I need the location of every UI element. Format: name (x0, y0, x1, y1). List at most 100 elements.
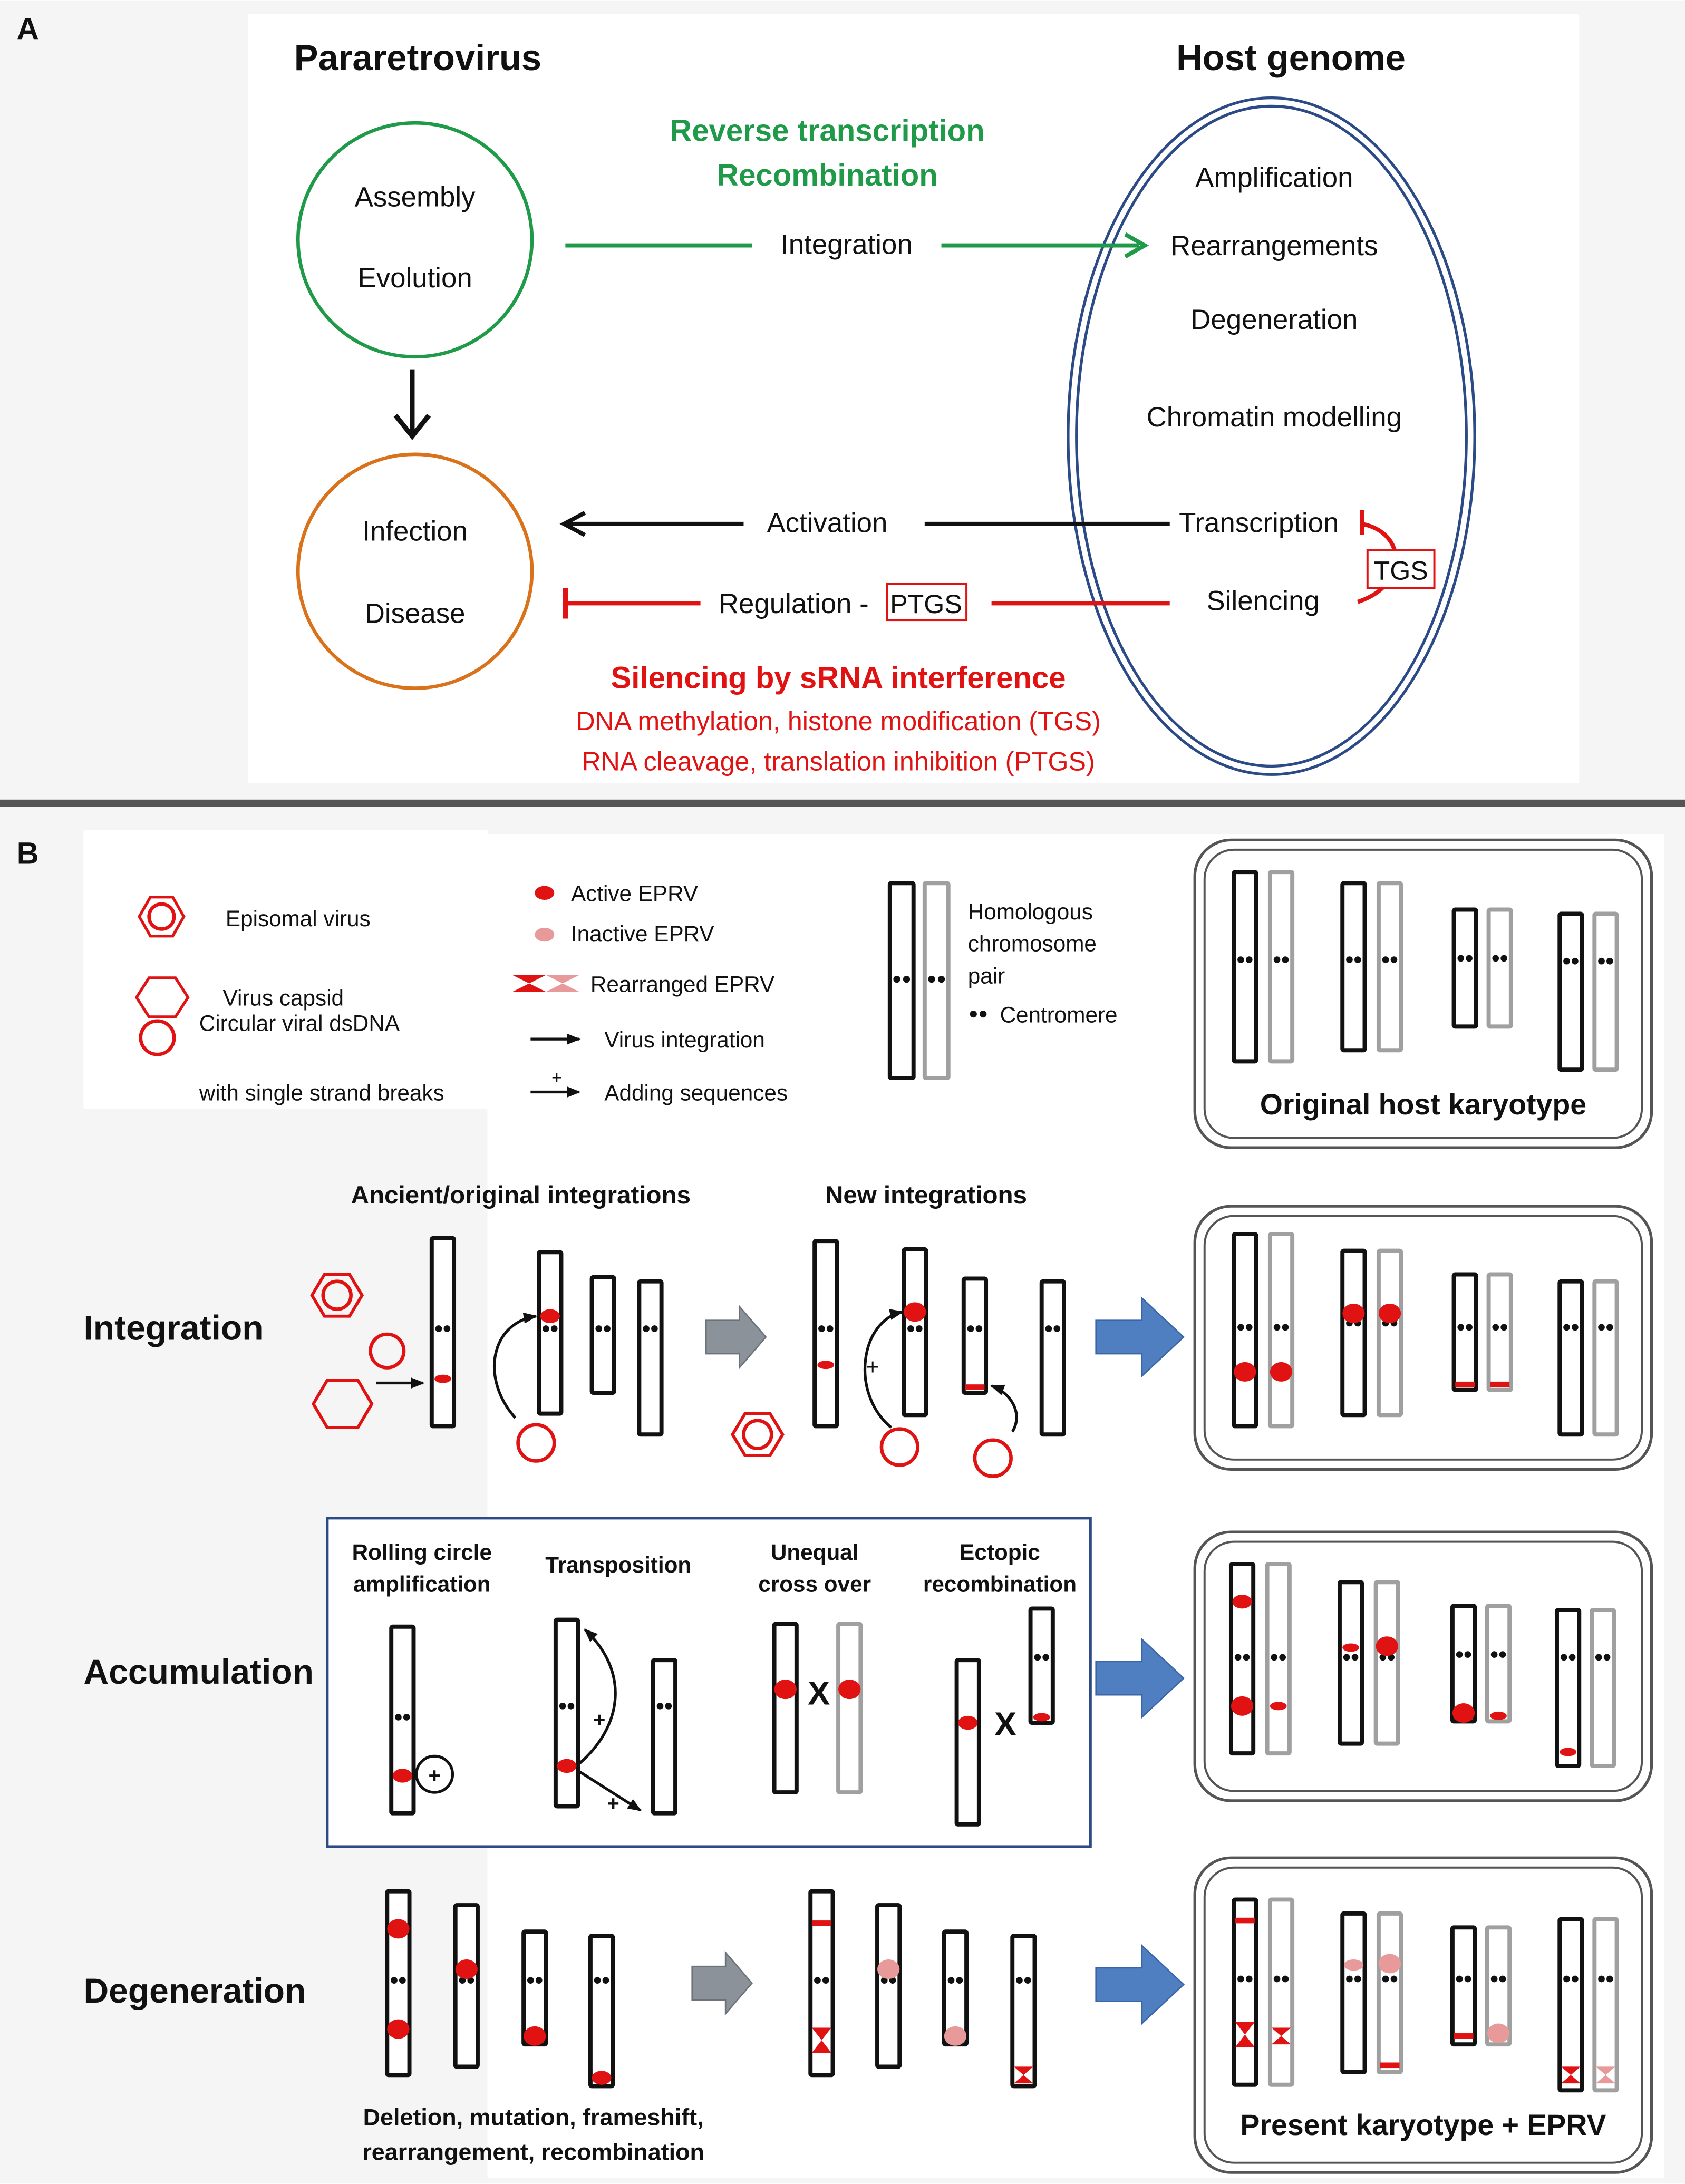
integration-karyotype-box-inner (1203, 1215, 1643, 1461)
centromere-dot (907, 1325, 914, 1332)
active-eprv (557, 1759, 577, 1773)
episomal-virus-icon (138, 896, 186, 938)
transcription-label: Transcription (1179, 508, 1339, 539)
centromere-dot (1598, 957, 1605, 965)
ptgs-description: RNA cleavage, translation inhibition (PT… (582, 746, 1095, 776)
rolling-circle-label-1: Rolling circle (352, 1540, 492, 1565)
centromere-dot (1563, 957, 1570, 965)
present-karyotype-box-inner (1203, 1866, 1643, 2164)
centromere-dot (1571, 1324, 1579, 1331)
silencing-label: Silencing (1207, 586, 1320, 617)
pararetrovirus-title: Pararetrovirus (294, 37, 541, 78)
rolling-circle-plus: + (429, 1764, 441, 1788)
silencing-heading: Silencing by sRNA interference (611, 661, 1066, 695)
centromere-dot (1354, 956, 1361, 963)
original-karyotype-box-inner (1203, 848, 1643, 1139)
centromere-dot (1598, 1975, 1605, 1983)
centromere-dot (1390, 1975, 1398, 1983)
rolling-circle-label-2: amplification (353, 1572, 491, 1597)
centromere-dot (1237, 1975, 1244, 1983)
transposition-arrow-down (578, 1770, 642, 1812)
rearranged-eprv (1235, 2022, 1255, 2047)
centromere-dot (1568, 1654, 1576, 1661)
centromere-dot (435, 1325, 442, 1332)
centromere-dot (1457, 955, 1465, 962)
chromosome (429, 1236, 457, 1429)
centromere-dot (1243, 1654, 1250, 1661)
integration-curved-arrow (493, 1312, 538, 1419)
homolog-chromosome (1485, 1925, 1512, 2047)
centromere-dot (1606, 1324, 1613, 1331)
centromere-dot (826, 1325, 834, 1332)
inactive-eprv (877, 1959, 900, 1979)
eprv-deletion (1454, 2033, 1474, 2039)
original-karyotype-label: Original host karyotype (1260, 1088, 1586, 1121)
legend: Episomal virus Virus capsid Circular vir… (134, 881, 1118, 1105)
legend-centromere-dot (903, 975, 911, 983)
blue-block-arrow (1095, 1296, 1185, 1378)
circular-dsdna-icon (369, 1332, 406, 1370)
virus-capsid-icon (311, 1379, 374, 1429)
centromere-dot (1279, 1654, 1286, 1661)
centromere-dot (1500, 955, 1507, 962)
active-eprv (1270, 1362, 1293, 1382)
centromere-dot (604, 1325, 611, 1332)
chromosome (1557, 911, 1584, 1072)
homolog-chromosome (1592, 911, 1619, 1072)
active-eprv (904, 1302, 926, 1322)
active-eprv (1342, 1303, 1365, 1323)
panel-a-label: A (17, 12, 39, 46)
centromere-dot (1354, 1975, 1361, 1983)
legend-integration: Virus integration (604, 1027, 765, 1052)
integration-arrow-head (1124, 232, 1149, 259)
homolog-chromosome (1376, 881, 1403, 1053)
centromere-dot (1456, 1651, 1463, 1658)
inactive-eprv (944, 2026, 967, 2046)
centromere-dot (1606, 957, 1613, 965)
chromosome (1340, 1911, 1367, 2074)
adding-plus-sign: + (866, 1355, 879, 1380)
integration-label: Integration (781, 229, 913, 260)
centromere-dot (1237, 956, 1244, 963)
episomal-virus-dna-icon (321, 1279, 353, 1311)
chromosome (637, 1279, 664, 1437)
centromere-dot (1563, 1975, 1570, 1983)
centromere-dot (956, 1977, 963, 1984)
legend-homologous-1: Homologous (968, 899, 1093, 924)
centromere-dot (1346, 1975, 1353, 1983)
inactive-eprv (1343, 1959, 1363, 1971)
disease-label: Disease (365, 598, 466, 629)
legend-active: Active EPRV (571, 881, 698, 906)
centromere-dot (1457, 1324, 1465, 1331)
integration-row-label: Integration (83, 1308, 263, 1347)
inactive-eprv-icon (535, 927, 555, 942)
centromere-dot (1245, 956, 1253, 963)
circular-dsdna-icon (516, 1423, 556, 1463)
unequal-cross-over-label-1: Unequal (771, 1540, 859, 1565)
centromere-dot (443, 1325, 451, 1332)
centromere-dot (1382, 1975, 1389, 1983)
homolog-chromosome (1267, 1231, 1295, 1429)
chromosome (385, 1889, 412, 2078)
active-eprv (1378, 1303, 1401, 1323)
active-eprv (1232, 1595, 1252, 1609)
homolog-chromosome (1486, 907, 1513, 1029)
new-integrations-heading: New integrations (825, 1181, 1027, 1209)
chromosome (1450, 1925, 1477, 2047)
grey-block-arrow (691, 1950, 753, 2016)
host-genome-ellipse-outer (1067, 96, 1476, 776)
centromere-dot (1273, 956, 1281, 963)
chromosome (1337, 1580, 1364, 1746)
ancient-integrations-heading: Ancient/original integrations (351, 1181, 691, 1209)
chromosome (954, 1658, 981, 1827)
reverse-transcription-heading: Reverse transcription (670, 113, 984, 148)
centromere-dot (1034, 1654, 1041, 1661)
panel-separator (0, 799, 1685, 807)
homolog-chromosome (1590, 1608, 1616, 1768)
ectopic-recombination-label-2: recombination (923, 1572, 1077, 1597)
legend-chromosome-black (887, 881, 916, 1081)
centromere-dot (1045, 1325, 1052, 1332)
chromatin-modelling-label: Chromatin modelling (1147, 402, 1402, 433)
centromere-dot (391, 1977, 398, 1984)
chromosome (875, 1903, 902, 2069)
